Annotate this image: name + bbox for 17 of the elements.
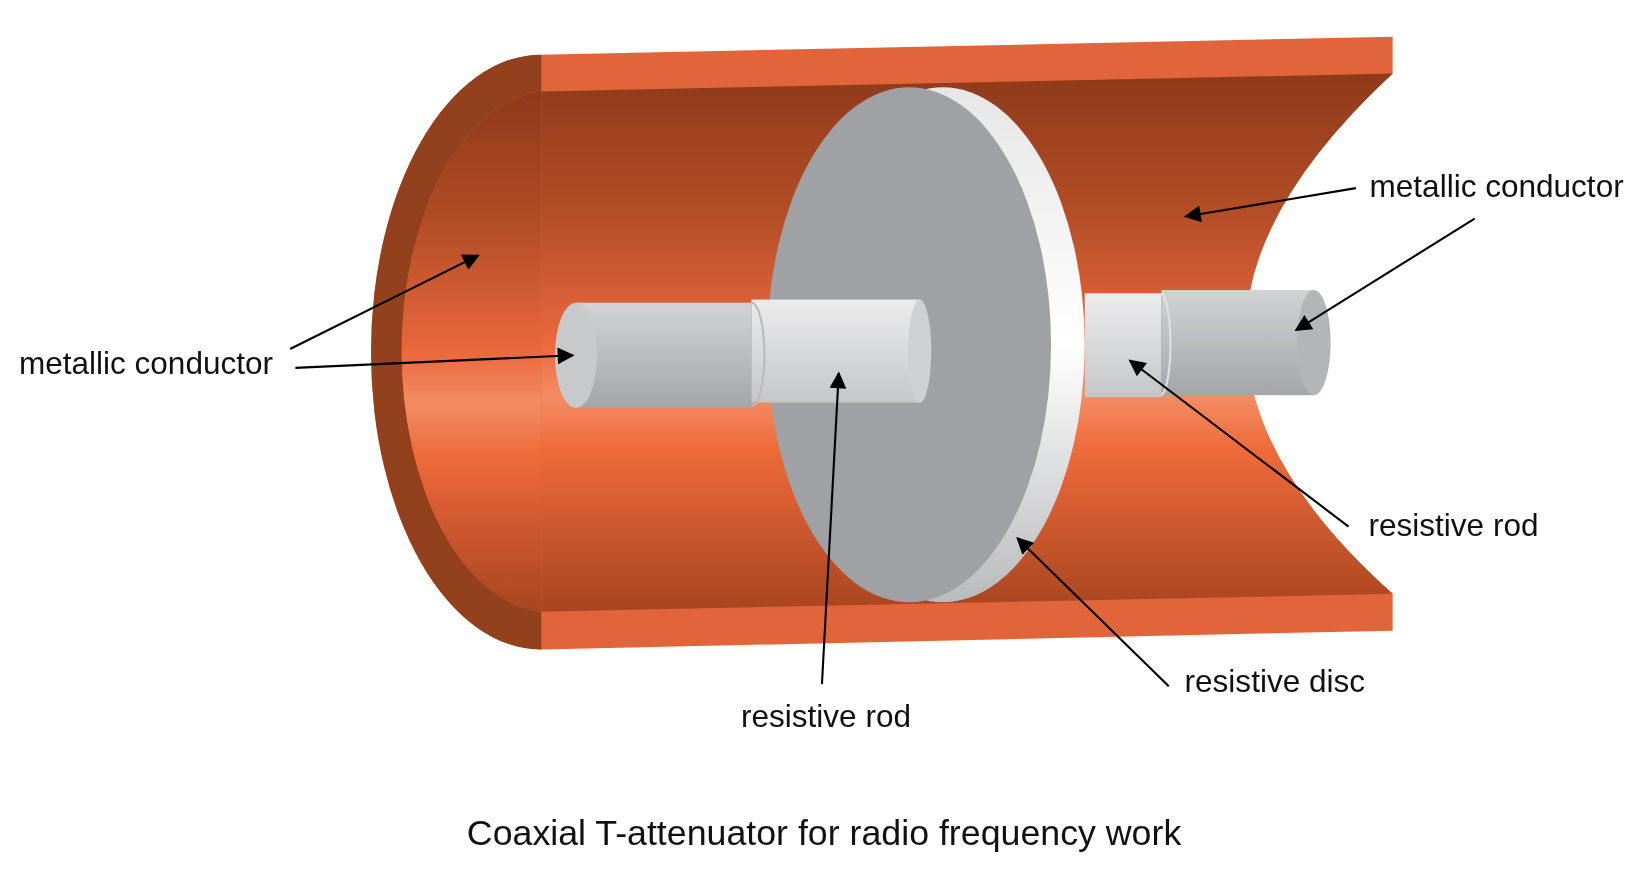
- part-label: metallic conductor: [1369, 168, 1624, 204]
- leader-line: [1294, 217, 1476, 331]
- rod-section-drawing: [751, 299, 932, 407]
- caption: Coaxial T-attenuator for radio frequency work: [466, 812, 1182, 853]
- rod-end-drawing: [1160, 290, 1331, 396]
- rod-end-drawing: [554, 302, 752, 408]
- part-label: resistive disc: [1184, 663, 1366, 699]
- leader-line: [1183, 187, 1357, 223]
- leader-line: [820, 371, 847, 685]
- leader-line: [1016, 536, 1170, 688]
- leader-line: [295, 347, 575, 369]
- leader-line: [1128, 359, 1350, 528]
- rod-section-drawing: [1084, 293, 1162, 398]
- part-label: resistive rod: [741, 698, 911, 735]
- part-label: resistive rod: [1368, 507, 1539, 544]
- leader-line: [289, 254, 480, 350]
- part-label: metallic conductor: [18, 345, 274, 382]
